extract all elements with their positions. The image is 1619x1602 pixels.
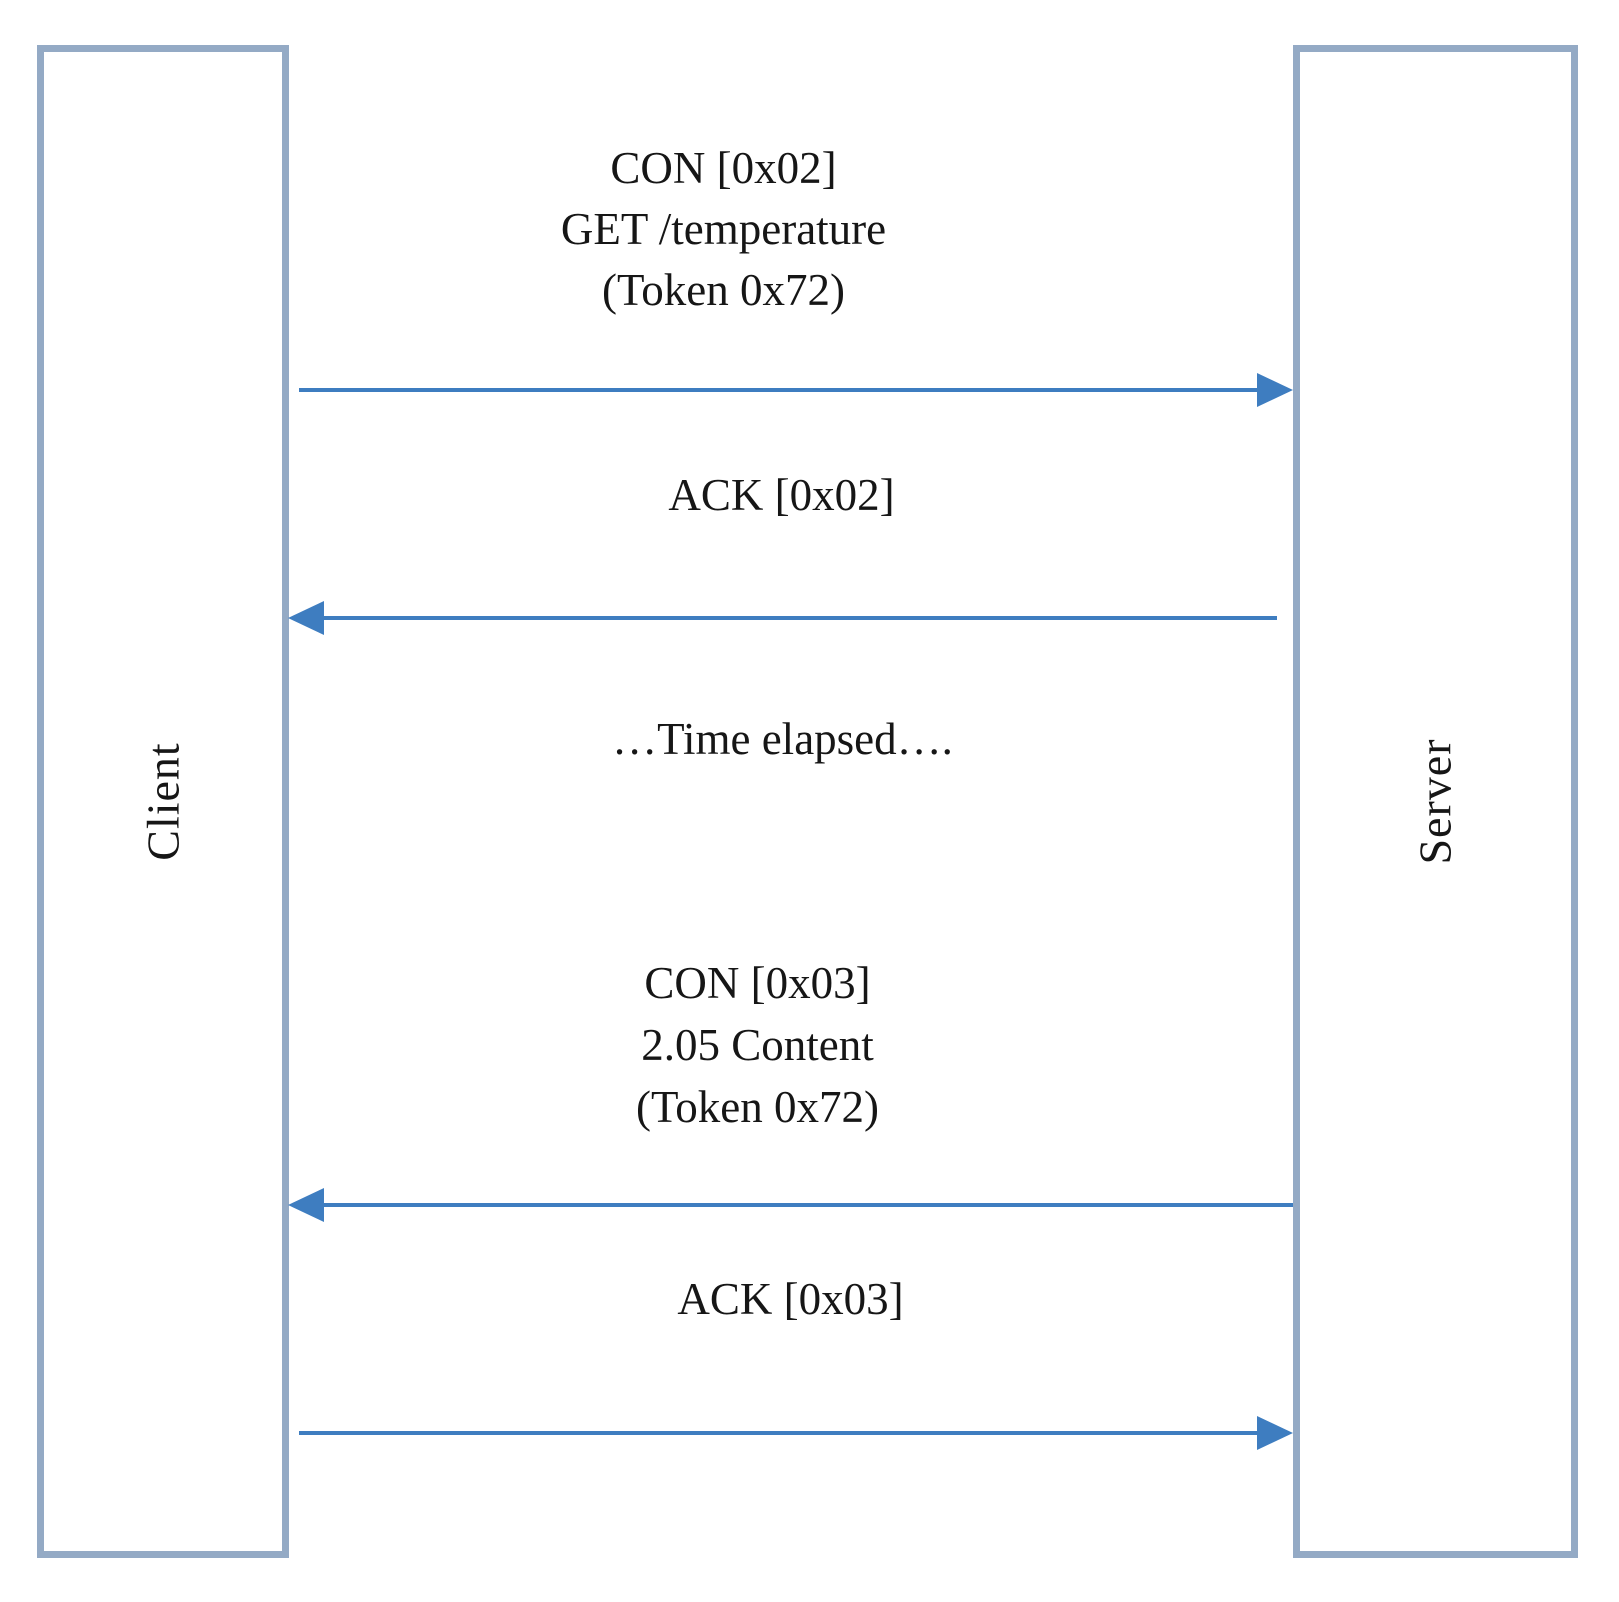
message-line: CON [0x03]	[644, 958, 871, 1008]
arrow-shaft	[318, 616, 1277, 620]
arrow-shaft	[318, 1203, 1293, 1207]
server-lifeline-box: Server	[1293, 45, 1578, 1558]
message-line: (Token 0x72)	[601, 265, 846, 315]
arrow-server-to-client-response	[288, 1186, 1293, 1224]
arrowhead-right-icon	[1257, 1416, 1293, 1450]
message-line: 2.05 Content	[641, 1020, 874, 1070]
message-line: GET /temperature	[560, 204, 887, 254]
arrowhead-left-icon	[288, 1188, 324, 1222]
message-line: ACK [0x03]	[677, 1274, 904, 1324]
client-label: Client	[137, 742, 189, 861]
message-con-get-temperature: CON [0x02] GET /temperature (Token 0x72)	[221, 138, 1226, 321]
message-ack-0x03: ACK [0x03]	[288, 1269, 1293, 1330]
note-time-elapsed: …Time elapsed….	[280, 709, 1285, 770]
message-line: ACK [0x02]	[668, 470, 895, 520]
message-line: (Token 0x72)	[635, 1082, 880, 1132]
arrow-shaft	[299, 1431, 1263, 1435]
client-lifeline-box: Client	[37, 45, 289, 1558]
message-ack-0x02: ACK [0x02]	[279, 465, 1284, 526]
arrowhead-left-icon	[288, 601, 324, 635]
note-line: …Time elapsed….	[612, 714, 953, 764]
server-label: Server	[1410, 738, 1461, 865]
arrow-client-to-server-ack	[299, 1414, 1293, 1452]
arrow-client-to-server-request	[299, 371, 1293, 409]
message-line: CON [0x02]	[610, 143, 837, 193]
message-con-content-response: CON [0x03] 2.05 Content (Token 0x72)	[255, 952, 1260, 1138]
arrowhead-right-icon	[1257, 373, 1293, 407]
arrow-shaft	[299, 388, 1263, 392]
arrow-server-to-client-ack	[288, 599, 1277, 637]
